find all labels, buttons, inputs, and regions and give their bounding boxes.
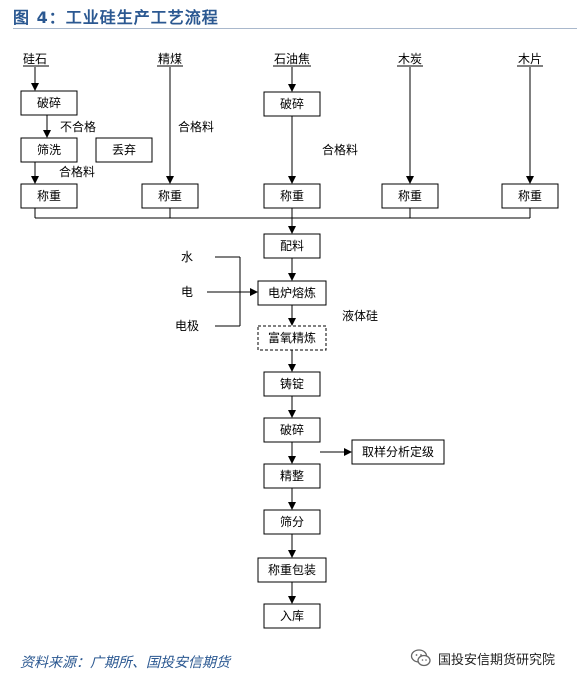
node-weigh-5: 称重 (501, 183, 559, 209)
node-oxygen-refining: 富氧精炼 (257, 325, 327, 351)
node-weigh-pack: 称重包装 (257, 557, 327, 583)
raw-material-label: 木炭 (398, 52, 422, 66)
node-casting: 铸锭 (263, 371, 321, 397)
svg-text:称重包装: 称重包装 (268, 563, 316, 577)
node-weigh-1: 称重 (20, 183, 78, 209)
node-finishing: 精整 (263, 463, 321, 489)
svg-text:破碎: 破碎 (280, 422, 304, 437)
label-liquid-silicon: 液体硅 (342, 308, 378, 323)
node-weigh-4: 称重 (381, 183, 439, 209)
node-weigh-2: 称重 (141, 183, 199, 209)
svg-text:电炉熔炼: 电炉熔炼 (268, 285, 316, 300)
title-divider (13, 28, 577, 29)
svg-text:铸锭: 铸锭 (280, 376, 304, 391)
merge-connector (34, 208, 531, 219)
svg-text:筛分: 筛分 (280, 514, 304, 529)
node-discard: 丢弃 (95, 137, 153, 163)
label-unqualified: 不合格 (60, 119, 96, 134)
node-crush-2: 破碎 (263, 91, 321, 117)
node-furnace-smelting: 电炉熔炼 (257, 280, 327, 306)
node-screen-wash: 筛洗 (20, 137, 78, 163)
node-storage: 入库 (263, 603, 321, 629)
svg-text:称重: 称重 (37, 189, 61, 203)
raw-material-petroleum-coke: 石油焦 (273, 52, 311, 67)
node-sampling-grading: 取样分析定级 (351, 439, 445, 465)
svg-text:丢弃: 丢弃 (112, 142, 136, 157)
svg-text:筛洗: 筛洗 (37, 142, 61, 157)
label-qualified: 合格料 (322, 142, 358, 157)
svg-text:精整: 精整 (280, 468, 304, 483)
label-electricity: 电 (181, 285, 193, 299)
node-sieving: 筛分 (263, 509, 321, 535)
svg-text:破碎: 破碎 (280, 96, 304, 111)
brand-name: 国投安信期货研究院 (438, 652, 556, 668)
node-batching: 配料 (263, 233, 321, 259)
raw-material-label: 石油焦 (274, 52, 310, 66)
svg-text:破碎: 破碎 (37, 95, 61, 110)
raw-material-label: 木片 (518, 52, 542, 66)
svg-text:入库: 入库 (280, 608, 304, 623)
raw-material-charcoal: 木炭 (397, 52, 423, 67)
svg-text:富氧精炼: 富氧精炼 (268, 330, 316, 345)
raw-material-label: 硅石 (23, 52, 47, 66)
source-note: 资料来源：广期所、国投安信期货 (20, 655, 230, 671)
svg-text:配料: 配料 (280, 239, 304, 253)
svg-text:称重: 称重 (280, 189, 304, 203)
raw-material-silica: 硅石 (23, 52, 49, 67)
page-title: 图 4：工业硅生产工艺流程 (13, 8, 219, 27)
raw-material-coal: 精煤 (157, 52, 183, 67)
label-qualified: 合格料 (59, 164, 95, 179)
raw-material-label: 精煤 (158, 52, 182, 66)
svg-text:称重: 称重 (398, 189, 422, 203)
svg-text:取样分析定级: 取样分析定级 (362, 444, 434, 459)
label-water: 水 (181, 250, 193, 264)
node-weigh-3: 称重 (263, 183, 321, 209)
label-electrode: 电极 (175, 319, 199, 333)
wechat-icon (410, 649, 431, 667)
label-qualified: 合格料 (178, 119, 214, 134)
node-crush-3: 破碎 (263, 417, 321, 443)
raw-material-wood-chips: 木片 (517, 52, 543, 67)
node-crush-1: 破碎 (20, 90, 78, 116)
svg-text:称重: 称重 (518, 189, 542, 203)
brand-watermark: 国投安信期货研究院 (410, 647, 555, 669)
svg-text:称重: 称重 (158, 189, 182, 203)
